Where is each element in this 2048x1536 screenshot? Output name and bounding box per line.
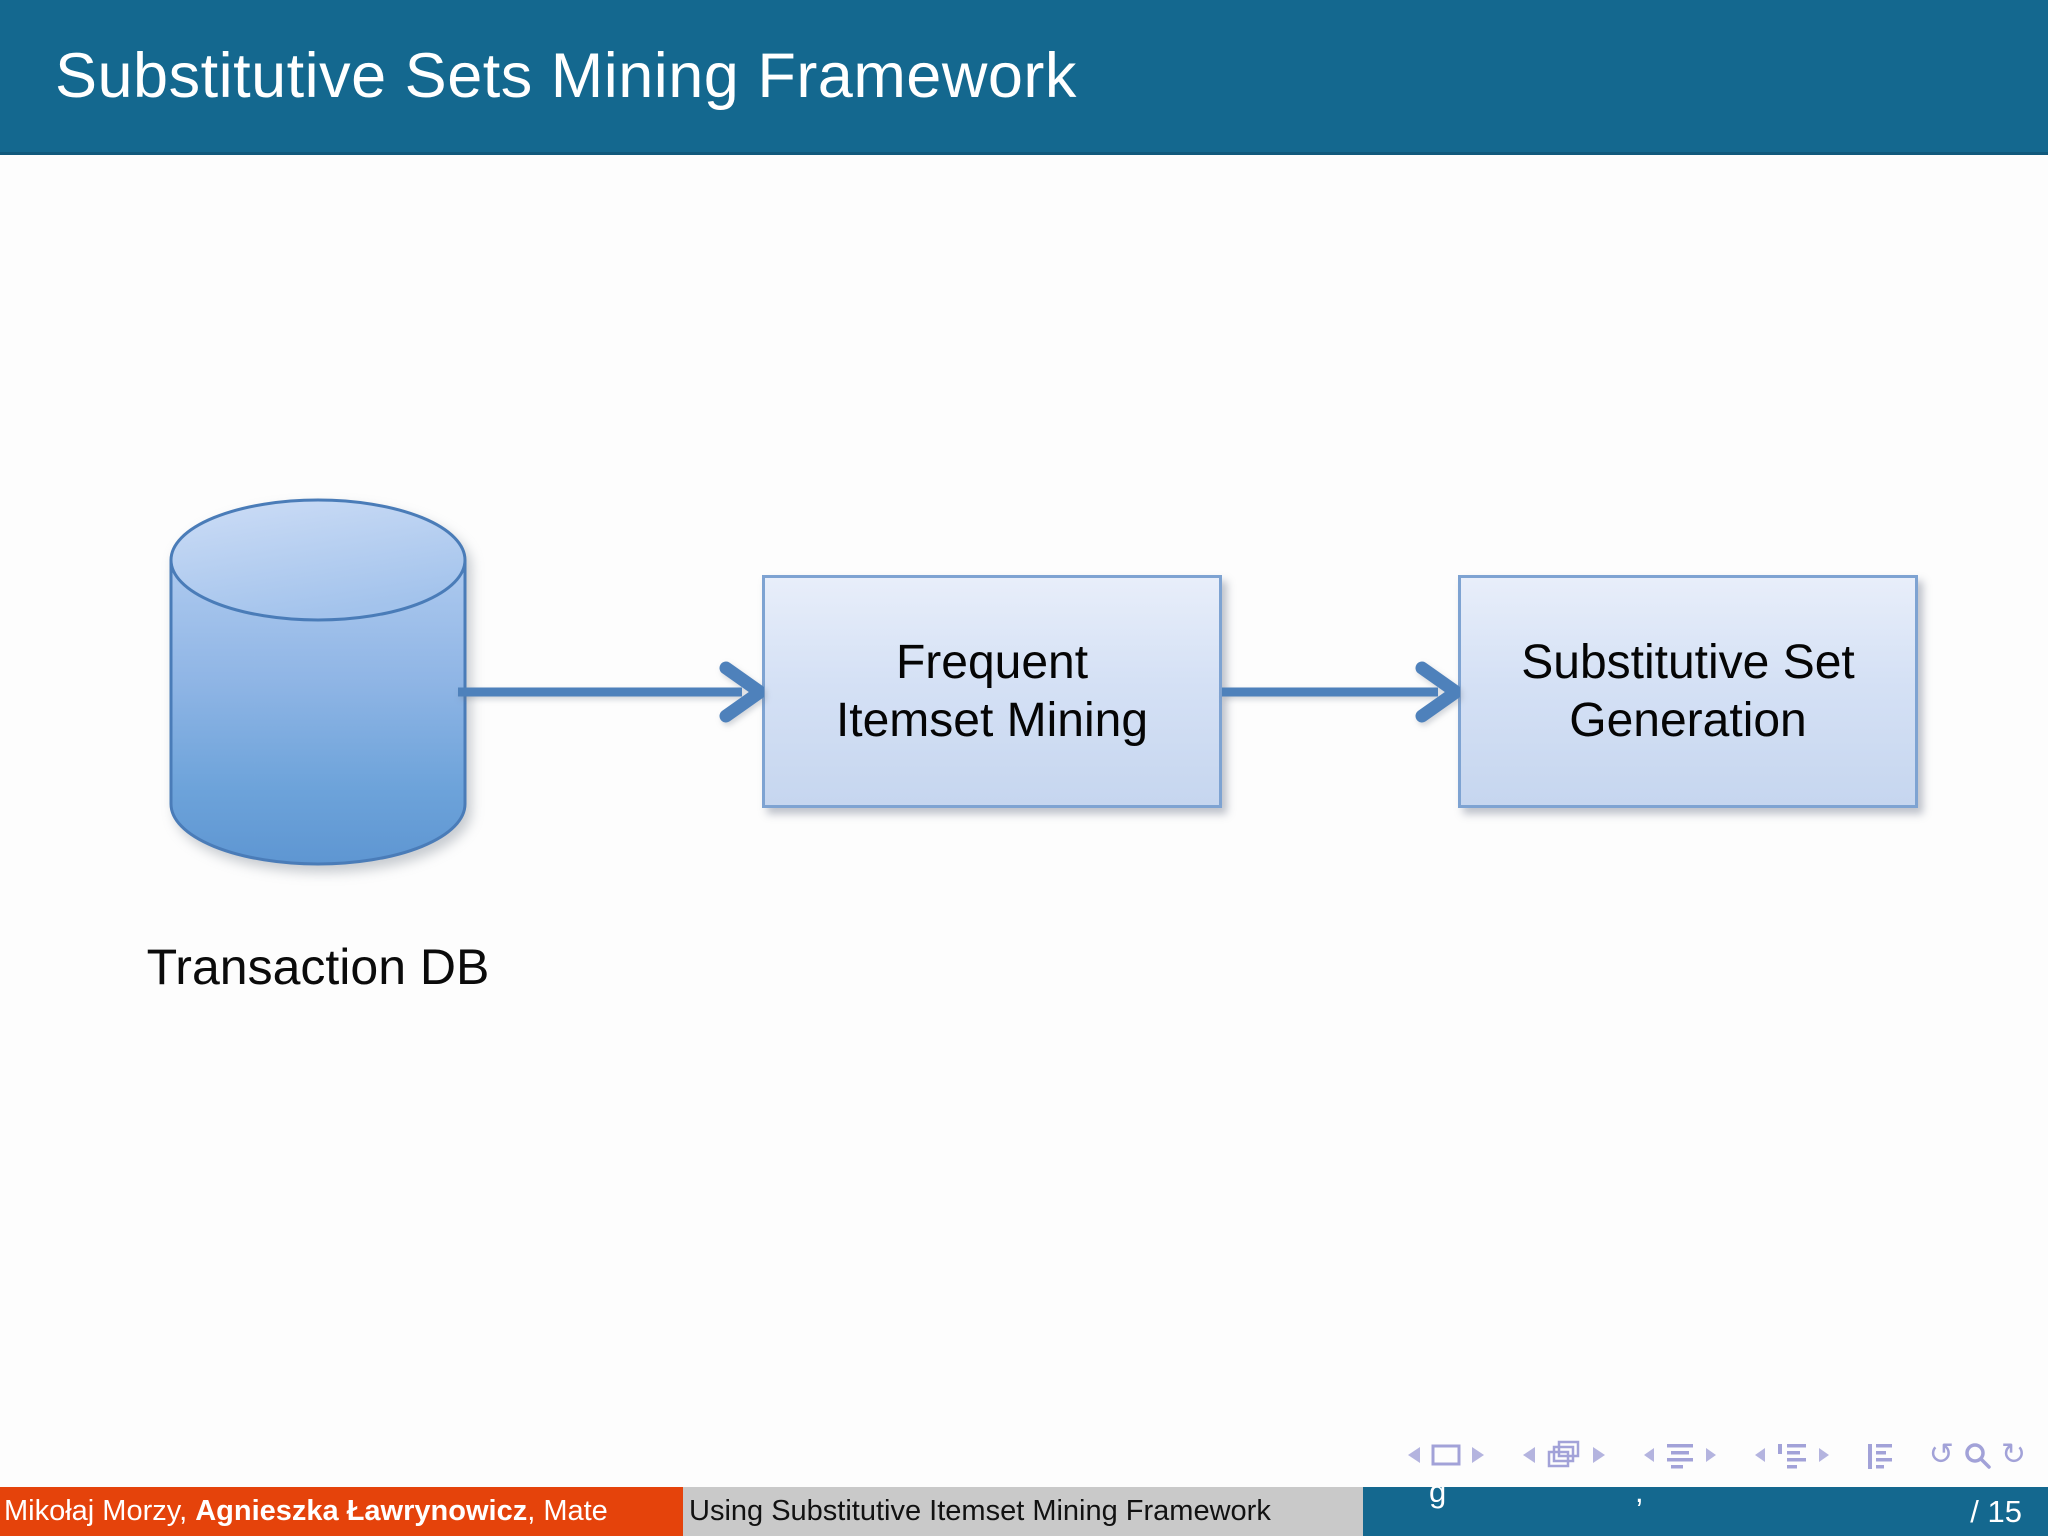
arrow-mining-to-generation bbox=[1222, 661, 1460, 723]
arrow-db-to-mining bbox=[458, 661, 764, 723]
appendix-icon[interactable] bbox=[1866, 1442, 1894, 1469]
node-frequent-itemset-mining: Frequent Itemset Mining bbox=[762, 575, 1222, 808]
section-list-icon[interactable] bbox=[1665, 1442, 1695, 1469]
history-search-group: ↺ ↻ bbox=[1929, 1440, 2026, 1470]
footer-authors-prefix: Mikołaj Morzy, bbox=[4, 1495, 196, 1527]
page-indicator: / 15 bbox=[1970, 1493, 2022, 1529]
node-substitutive-set-generation: Substitutive Set Generation bbox=[1458, 575, 1918, 808]
back-icon[interactable]: ↺ bbox=[1928, 1437, 1954, 1472]
subsection-list-icon[interactable] bbox=[1776, 1442, 1808, 1469]
appendix-group bbox=[1866, 1442, 1894, 1469]
database-cylinder-icon bbox=[169, 498, 467, 866]
footer-authors: Mikołaj Morzy, Agnieszka Ławrynowicz, Ma… bbox=[0, 1487, 683, 1536]
node-label-line: Generation bbox=[1569, 693, 1807, 747]
prev-subsection-icon[interactable] bbox=[1753, 1447, 1766, 1463]
next-slide-icon[interactable] bbox=[1471, 1446, 1486, 1464]
footer: Mikołaj Morzy, Agnieszka Ławrynowicz, Ma… bbox=[0, 1487, 2048, 1536]
footer-institute-section: g , / 15 bbox=[1363, 1487, 2048, 1536]
next-frame-icon[interactable] bbox=[1592, 1446, 1607, 1464]
search-icon[interactable] bbox=[1964, 1442, 1991, 1469]
frame-nav-group bbox=[1521, 1440, 1607, 1471]
section-nav-group bbox=[1642, 1442, 1718, 1469]
frame-icon[interactable] bbox=[1431, 1444, 1461, 1466]
next-subsection-icon[interactable] bbox=[1818, 1447, 1831, 1463]
node-label-line: Frequent bbox=[895, 635, 1089, 689]
footer-clipped-fragment: g bbox=[1429, 1487, 1447, 1509]
forward-icon[interactable]: ↻ bbox=[2000, 1437, 2026, 1472]
beamer-navigation-bar: ↺ ↻ bbox=[1380, 1438, 2026, 1472]
next-section-icon[interactable] bbox=[1705, 1447, 1718, 1463]
prev-frame-icon[interactable] bbox=[1521, 1446, 1536, 1464]
db-label: Transaction DB bbox=[146, 939, 490, 995]
footer-short-title: Using Substitutive Itemset Mining Framew… bbox=[683, 1487, 1363, 1536]
subsection-nav-group bbox=[1753, 1442, 1831, 1469]
overlay-frames-icon[interactable] bbox=[1546, 1440, 1582, 1471]
prev-slide-icon[interactable] bbox=[1406, 1446, 1421, 1464]
prev-section-icon[interactable] bbox=[1642, 1447, 1655, 1463]
node-label-line: Itemset Mining bbox=[835, 693, 1149, 747]
footer-authors-bold: Agnieszka Ławrynowicz bbox=[195, 1495, 528, 1527]
footer-clipped-fragment: , bbox=[1635, 1487, 1644, 1509]
slide-nav-group bbox=[1406, 1444, 1486, 1466]
slide-header: Substitutive Sets Mining Framework bbox=[0, 0, 2048, 155]
footer-authors-suffix: , Mate bbox=[527, 1495, 608, 1527]
node-label-line: Substitutive Set bbox=[1521, 635, 1855, 689]
slide-title: Substitutive Sets Mining Framework bbox=[55, 41, 1077, 111]
